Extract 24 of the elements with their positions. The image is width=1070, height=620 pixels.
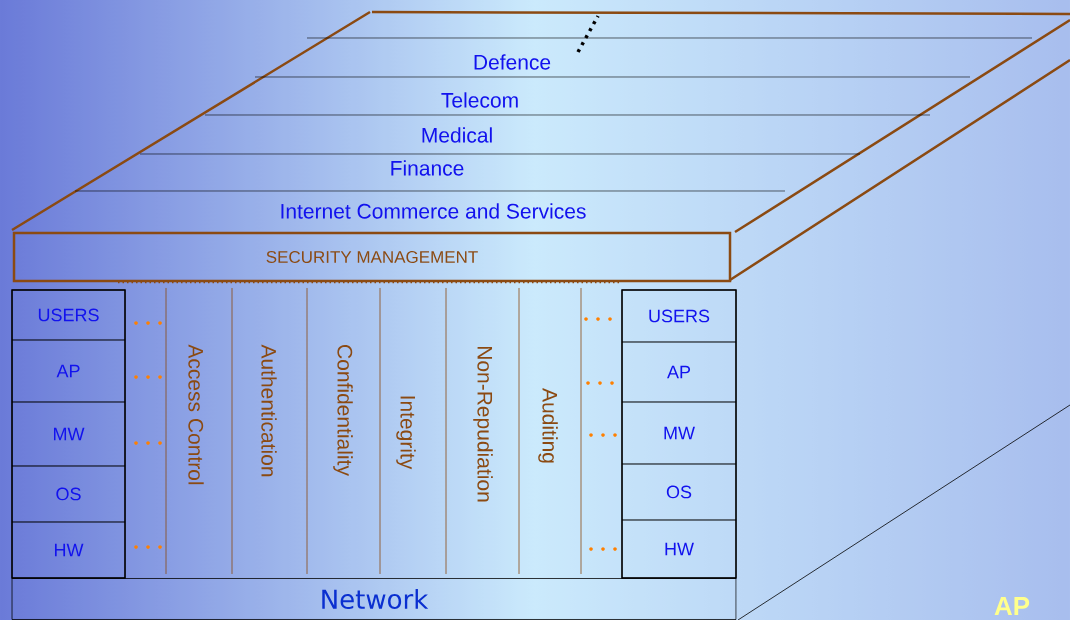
network-base: Network: [11, 578, 737, 620]
management-bar: SECURITY MANAGEMENT: [12, 231, 732, 283]
service-label: Non-Repudiation: [473, 346, 493, 502]
layer-cell: OS: [11, 465, 126, 523]
service-label: Access Control: [188, 344, 204, 485]
layer-cell: HW: [621, 519, 737, 579]
layer-cell: OS: [621, 463, 737, 521]
corner-label: AP: [994, 597, 1030, 615]
layer-label: Medical: [422, 127, 492, 143]
layer-cell: AP: [11, 339, 126, 403]
layer-cell: MW: [11, 401, 126, 467]
layer-label: Telecom: [441, 92, 518, 108]
layer-cell: AP: [621, 341, 737, 403]
service-label: Authentication: [261, 344, 277, 477]
layer-cell: HW: [11, 521, 126, 579]
layer-label: Defence: [474, 54, 551, 70]
service-label: Auditing: [538, 388, 558, 463]
service-label: Integrity: [396, 396, 416, 470]
layer-cell: USERS: [621, 289, 737, 343]
layer-label: Finance: [391, 160, 464, 176]
service-label: Confidentiality: [333, 345, 353, 476]
layer-cell: MW: [621, 401, 737, 465]
layer-cell: USERS: [11, 289, 126, 341]
layer-label: Internet Commerce and Services: [281, 203, 586, 219]
